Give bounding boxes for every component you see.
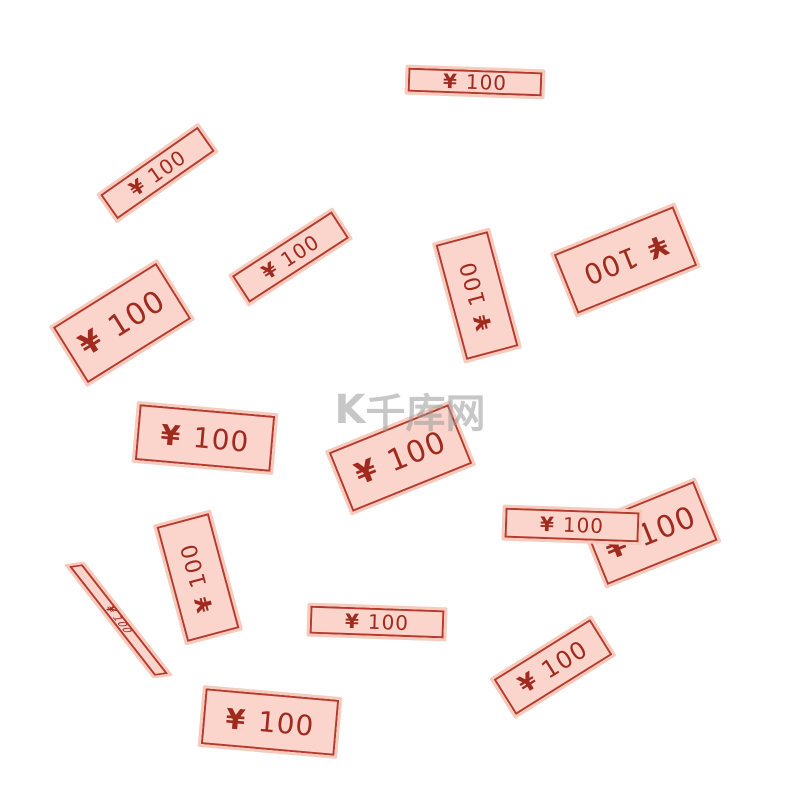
yen-symbol: ¥ [349,451,382,493]
bill-amount: 100 [562,512,605,539]
yen-symbol: ¥ [101,605,119,613]
banknote: ¥100 [95,122,219,224]
banknote: ¥100 [549,202,701,318]
watermark-k-icon: K [334,387,366,433]
banknote: ¥100 [431,226,523,364]
bill-amount: 100 [256,704,316,743]
bill-amount: 100 [191,420,251,459]
bill-amount: 100 [275,229,324,273]
watermark: K 千库网 [300,380,520,440]
yen-symbol: ¥ [224,701,247,737]
yen-symbol: ¥ [72,322,109,364]
yen-symbol: ¥ [513,666,543,700]
bill-amount: 100 [577,240,643,292]
banknote: ¥100 [404,64,546,100]
bill-amount: 100 [108,615,135,635]
banknote: ¥100 [501,504,643,546]
yen-symbol: ¥ [442,68,458,94]
yen-symbol: ¥ [470,310,499,333]
bill-amount: 100 [455,257,492,308]
bill-amount: 100 [176,539,213,590]
bill-amount: 100 [536,634,593,685]
banknote: ¥100 [131,400,279,476]
yen-symbol: ¥ [344,608,360,634]
banknote: ¥100 [227,207,353,307]
yen-symbol: ¥ [641,228,673,266]
bill-amount: 100 [465,69,508,96]
banknote: ¥100 [48,258,196,388]
bill-amount: 100 [142,144,191,189]
banknote: ¥100 [63,561,173,679]
yen-symbol: ¥ [539,511,555,537]
banknote: ¥100 [489,614,617,720]
yen-symbol: ¥ [123,173,150,202]
bill-amount: 100 [101,282,172,345]
yen-symbol: ¥ [191,592,220,615]
yen-symbol: ¥ [256,256,282,285]
banknote: ¥100 [197,685,343,759]
yen-symbol: ¥ [159,417,182,453]
watermark-text: 千库网 [365,391,486,437]
bill-amount: 100 [367,609,410,636]
bill-amount: 100 [631,498,701,554]
banknote: ¥100 [306,602,448,642]
banknote: ¥100 [152,508,244,646]
